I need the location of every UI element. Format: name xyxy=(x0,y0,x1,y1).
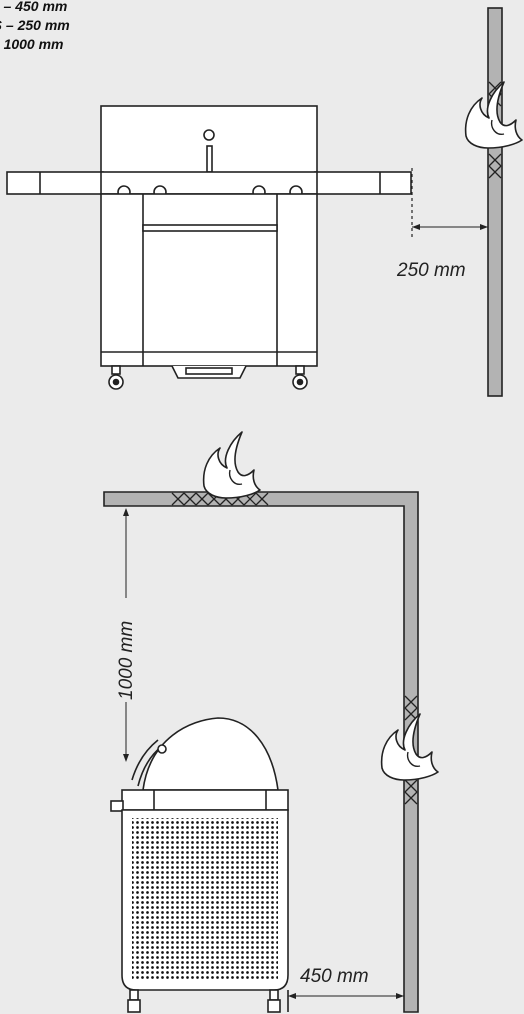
clearance-sides: SIDES – 250 mm xyxy=(0,17,70,33)
right-side-shelf xyxy=(314,171,412,195)
top-clearance-dimension: 1000 mm xyxy=(116,508,137,762)
side-gap-label: 250 mm xyxy=(396,260,466,281)
rear-clearance-dimension: 450 mm xyxy=(287,966,404,1012)
lid-hinge xyxy=(157,744,167,754)
hood-thermometer xyxy=(203,129,215,141)
flame-icon xyxy=(202,431,261,499)
rear-right-caster xyxy=(267,989,281,1013)
grill-lid xyxy=(142,717,279,791)
cabinet-door-handle xyxy=(142,224,278,232)
side-shelf-stub xyxy=(110,800,124,812)
side-combustible-wall xyxy=(464,7,523,397)
control-panel xyxy=(100,171,318,195)
clearance-rear: REAR – 450 mm xyxy=(0,0,67,14)
grill-front-view xyxy=(6,105,412,390)
hood-handle-stem xyxy=(206,145,213,173)
front-right-caster xyxy=(292,365,308,390)
left-side-shelf xyxy=(6,171,104,195)
top-gap-label: 1000 mm xyxy=(116,621,137,700)
side-clearance-dimension: 250 mm xyxy=(396,168,488,281)
flame-icon xyxy=(380,713,439,781)
rear-left-caster xyxy=(127,989,141,1013)
flame-icon xyxy=(464,81,523,149)
clearance-legend: REAR – 450 mm SIDES – 250 mm TOP – 1000 … xyxy=(0,0,70,52)
ceiling-and-rear-wall xyxy=(103,431,439,1013)
grill-side-view xyxy=(110,717,289,1013)
perforated-panel xyxy=(132,818,278,980)
lid-band xyxy=(121,789,289,811)
front-left-caster xyxy=(108,365,124,390)
rear-gap-label: 450 mm xyxy=(300,966,369,987)
cabinet-body xyxy=(100,193,318,367)
clearance-top: TOP – 1000 mm xyxy=(0,36,64,52)
